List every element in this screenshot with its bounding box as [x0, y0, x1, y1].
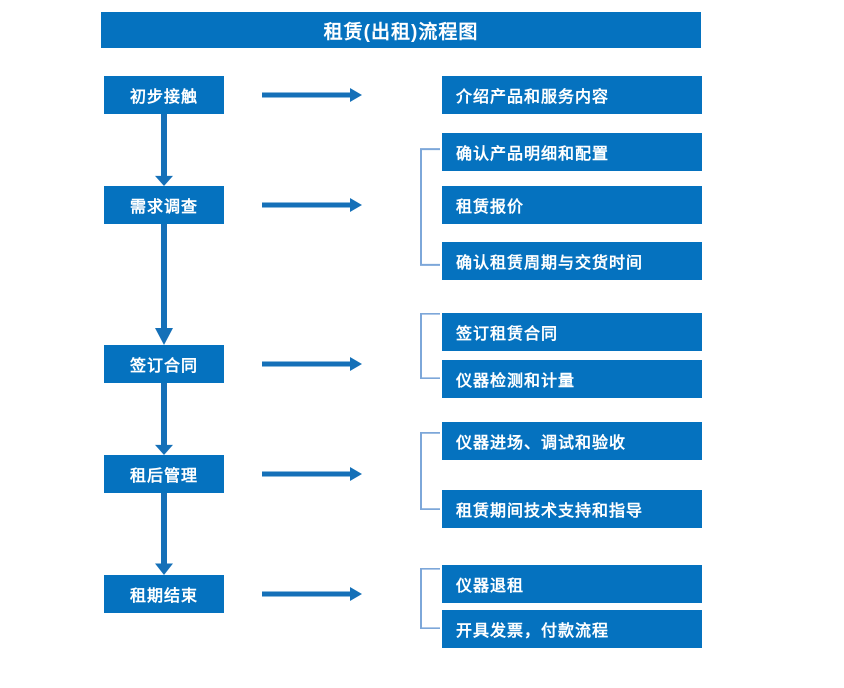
arrow-down-icon — [153, 224, 175, 345]
stage-box-initial-contact[interactable]: 初步接触 — [104, 76, 224, 114]
stage-box-sign-contract[interactable]: 签订合同 — [104, 345, 224, 383]
detail-box-instrument-testing[interactable]: 仪器检测和计量 — [442, 360, 702, 398]
detail-label: 仪器检测和计量 — [456, 373, 576, 390]
detail-box-confirm-product-specs[interactable]: 确认产品明细和配置 — [442, 133, 702, 171]
arrow-stage-3-to-details — [262, 355, 362, 373]
stage-label: 签订合同 — [129, 358, 198, 375]
arrow-stage-1-to-details — [262, 86, 362, 104]
group-bracket-icon — [420, 148, 440, 266]
detail-label: 仪器退租 — [456, 578, 525, 595]
detail-box-instrument-return[interactable]: 仪器退租 — [442, 565, 702, 603]
detail-label: 开具发票，付款流程 — [456, 623, 610, 640]
detail-label: 租赁期间技术支持和指导 — [456, 503, 644, 520]
detail-box-instrument-installation[interactable]: 仪器进场、调试和验收 — [442, 422, 702, 460]
group-bracket-icon — [420, 432, 440, 510]
group-bracket-icon — [420, 313, 440, 379]
stage-label: 需求调查 — [129, 199, 198, 216]
chart-title-bar: 租赁(出租)流程图 — [101, 12, 701, 48]
arrow-down-icon — [153, 493, 175, 575]
detail-label: 介绍产品和服务内容 — [456, 89, 610, 106]
detail-box-technical-support[interactable]: 租赁期间技术支持和指导 — [442, 490, 702, 528]
arrow-stage-5-to-details — [262, 585, 362, 603]
page-title: 租赁(出租)流程图 — [323, 21, 479, 43]
stage-label: 租后管理 — [129, 468, 198, 485]
detail-label: 签订租赁合同 — [456, 326, 559, 343]
stage-box-requirement-survey[interactable]: 需求调查 — [104, 186, 224, 224]
group-bracket-icon — [420, 568, 440, 629]
arrow-stage-2-to-details — [262, 196, 362, 214]
arrow-stage-4-to-details — [262, 465, 362, 483]
arrow-down-icon — [153, 383, 175, 455]
detail-box-sign-rental-contract[interactable]: 签订租赁合同 — [442, 313, 702, 351]
detail-box-rental-quotation[interactable]: 租赁报价 — [442, 186, 702, 224]
arrow-down-icon — [153, 114, 175, 186]
detail-box-invoice-payment[interactable]: 开具发票，付款流程 — [442, 610, 702, 648]
detail-box-confirm-period-delivery[interactable]: 确认租赁周期与交货时间 — [442, 242, 702, 280]
detail-label: 确认租赁周期与交货时间 — [456, 255, 644, 272]
stage-box-rental-end[interactable]: 租期结束 — [104, 575, 224, 613]
detail-label: 仪器进场、调试和验收 — [456, 435, 627, 452]
stage-label: 初步接触 — [129, 89, 198, 106]
stage-box-post-rental-management[interactable]: 租后管理 — [104, 455, 224, 493]
detail-label: 确认产品明细和配置 — [456, 146, 610, 163]
stage-label: 租期结束 — [129, 588, 198, 605]
detail-label: 租赁报价 — [456, 199, 525, 216]
detail-box-introduce-products[interactable]: 介绍产品和服务内容 — [442, 76, 702, 114]
